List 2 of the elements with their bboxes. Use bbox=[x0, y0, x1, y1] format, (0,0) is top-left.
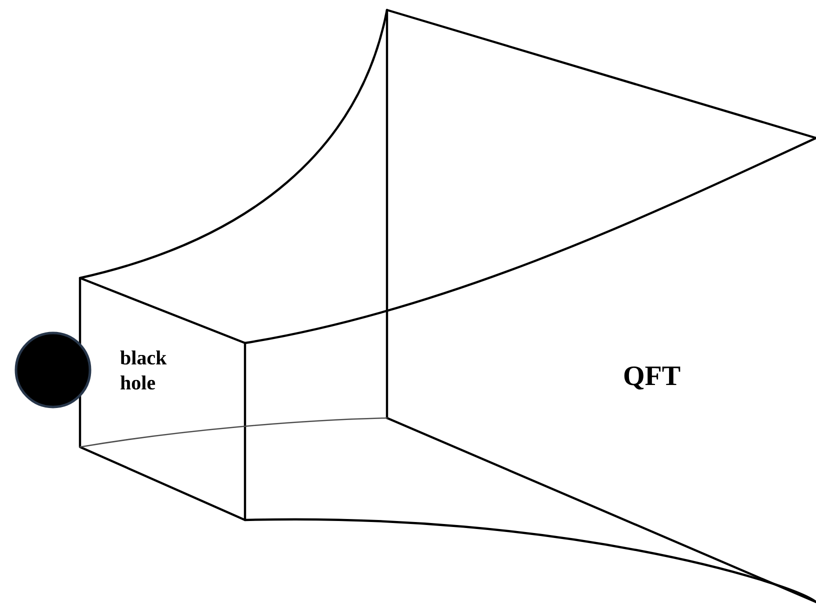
label: black hole bbox=[120, 350, 167, 390]
label: QFT bbox=[624, 366, 680, 390]
